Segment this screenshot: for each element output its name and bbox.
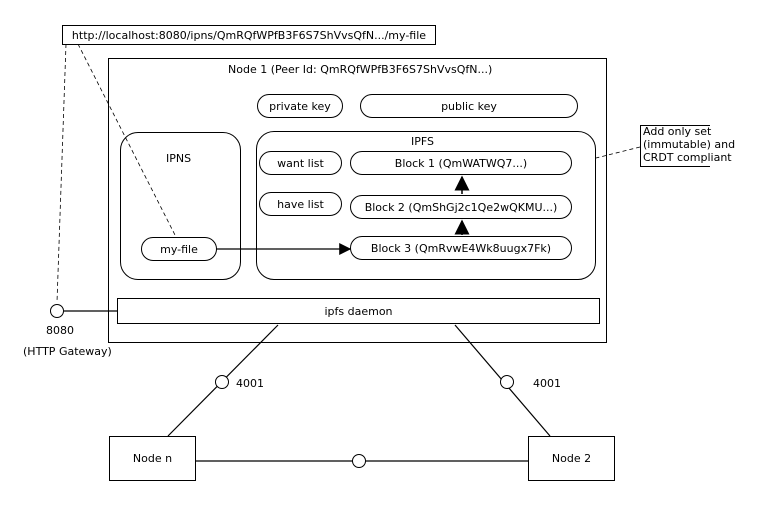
node-n-box: Node n [109, 436, 196, 481]
node-n-label: Node n [132, 452, 173, 465]
swarm-port-left-circle [215, 375, 229, 389]
url-to-gateway-dashed [56, 43, 67, 303]
have-list: have list [259, 192, 342, 216]
crdt-note [640, 125, 710, 167]
gateway-port-circle [50, 304, 64, 318]
node-2-label: Node 2 [551, 452, 592, 465]
node1-frame [108, 58, 607, 343]
node-link-circle [352, 454, 366, 468]
gateway-port-label: 8080 [46, 324, 74, 337]
url-note: http://localhost:8080/ipns/QmRQfWPfB3F6S… [62, 25, 436, 45]
block-3: Block 3 (QmRvwE4Wk8uugx7Fk) [350, 236, 572, 260]
crdt-note-line-1: Add only set [643, 125, 712, 138]
ipfs-title: IPFS [411, 135, 434, 148]
ipns-box [120, 132, 241, 280]
private-key: private key [257, 94, 343, 118]
url-label: http://localhost:8080/ipns/QmRQfWPfB3F6S… [71, 28, 427, 42]
swarm-port-right-circle [500, 375, 514, 389]
swarm-port-left-label: 4001 [236, 377, 264, 390]
ipfs-box [256, 131, 596, 280]
crdt-note-line-3: CRDT compliant [643, 151, 732, 164]
note-to-ipfs-dashed [595, 146, 641, 159]
node-2-box: Node 2 [528, 436, 615, 481]
ipfs-daemon-bar: ipfs daemon [117, 298, 600, 324]
gateway-label: (HTTP Gateway) [23, 345, 112, 358]
node1-title: Node 1 (Peer Id: QmRQfWPfB3F6S7ShVvsQfN.… [228, 63, 493, 76]
public-key: public key [360, 94, 578, 118]
want-list: want list [259, 151, 342, 175]
block-1: Block 1 (QmWATWQ7...) [350, 151, 572, 175]
swarm-port-right-label: 4001 [533, 377, 561, 390]
ipns-entry-my-file: my-file [141, 237, 217, 261]
block-2: Block 2 (QmShGj2c1Qe2wQKMU...) [350, 195, 572, 219]
ipfs-daemon-label: ipfs daemon [324, 304, 393, 318]
ipns-title: IPNS [166, 152, 192, 165]
crdt-note-line-2: (immutable) and [643, 138, 736, 151]
